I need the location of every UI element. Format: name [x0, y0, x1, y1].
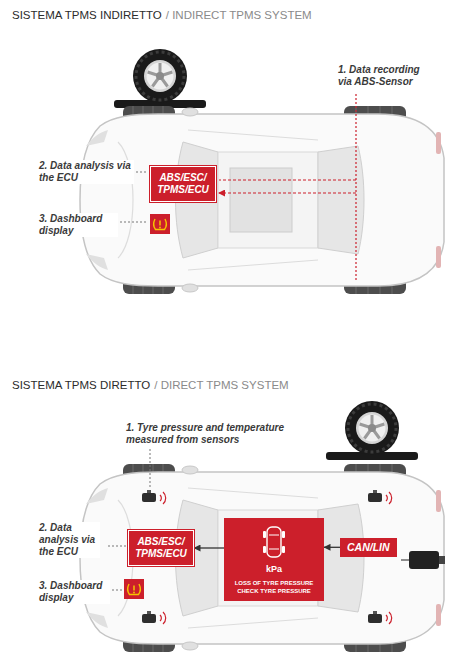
- callout-label: 1. Data recording via ABS-Sensor: [337, 64, 429, 88]
- car-detail: [269, 535, 279, 549]
- node-text: CHECK TYRE PRESSURE: [228, 587, 320, 595]
- wheel-mark: [282, 546, 285, 553]
- tpms-sensor: [142, 490, 156, 502]
- node-text: kPa: [228, 564, 320, 575]
- leader-line: [108, 546, 126, 590]
- car-top-view: [80, 106, 444, 294]
- signal-arrow: [219, 180, 356, 193]
- ecu-box: ABS/ESC/ TPMS/ECU: [128, 530, 194, 566]
- car-icon: [257, 523, 291, 563]
- tpms-sensor: [142, 611, 156, 623]
- callout-label: 3. Dashboard display: [38, 580, 110, 604]
- section-title: SISTEMA TPMS INDIRETTO: [12, 8, 162, 22]
- node-text: ABS/ESC/ TPMS/ECU: [133, 536, 189, 560]
- callout-label: 2. Data analysis via the ECU: [38, 522, 100, 558]
- radio-waves: [160, 612, 166, 624]
- dashboard-panel: kPaLOSS OF TYRE PRESSURECHECK TYRE PRESS…: [224, 518, 324, 601]
- leader-line: [355, 94, 356, 280]
- tpms-receiver: [409, 551, 439, 569]
- tpms-sensor: [368, 611, 382, 623]
- callout-label: 2. Data analysis via the ECU: [38, 160, 134, 184]
- node-text: LOSS OF TYRE PRESSURE: [228, 579, 320, 587]
- radio-waves: [160, 492, 166, 504]
- wheel-mark: [282, 531, 285, 538]
- tyre-icon: [114, 49, 206, 108]
- connector-arrow: [194, 547, 224, 548]
- dashboard-icon: [150, 214, 170, 234]
- receiver-plug: [439, 556, 445, 564]
- node-text: ABS/ESC/ TPMS/ECU: [155, 172, 211, 196]
- radio-waves: [386, 612, 392, 624]
- connector-arrow: [324, 547, 340, 548]
- dashboard-icon: [124, 579, 144, 599]
- wheel-mark: [263, 546, 266, 553]
- tyre-icon: [326, 401, 418, 460]
- wire: [401, 559, 409, 560]
- callout-label: 3. Dashboard display: [38, 213, 118, 237]
- car-outline: [267, 527, 281, 557]
- section-title: SISTEMA TPMS DIRETTO: [12, 378, 150, 392]
- radio-waves: [386, 492, 392, 504]
- ecu-box: ABS/ESC/ TPMS/ECU: [150, 166, 216, 202]
- wheel-mark: [263, 531, 266, 538]
- leader-line: [150, 449, 151, 489]
- section-title: / DIRECT TPMS SYSTEM: [154, 378, 288, 392]
- callout-label: 1. Tyre pressure and temperature measure…: [125, 422, 325, 446]
- section-title: / INDIRECT TPMS SYSTEM: [166, 8, 312, 22]
- car-top-view: [80, 464, 444, 652]
- bus-box: CAN/LIN: [340, 538, 397, 557]
- node-text: CAN/LIN: [347, 541, 390, 554]
- tpms-sensor: [368, 490, 382, 502]
